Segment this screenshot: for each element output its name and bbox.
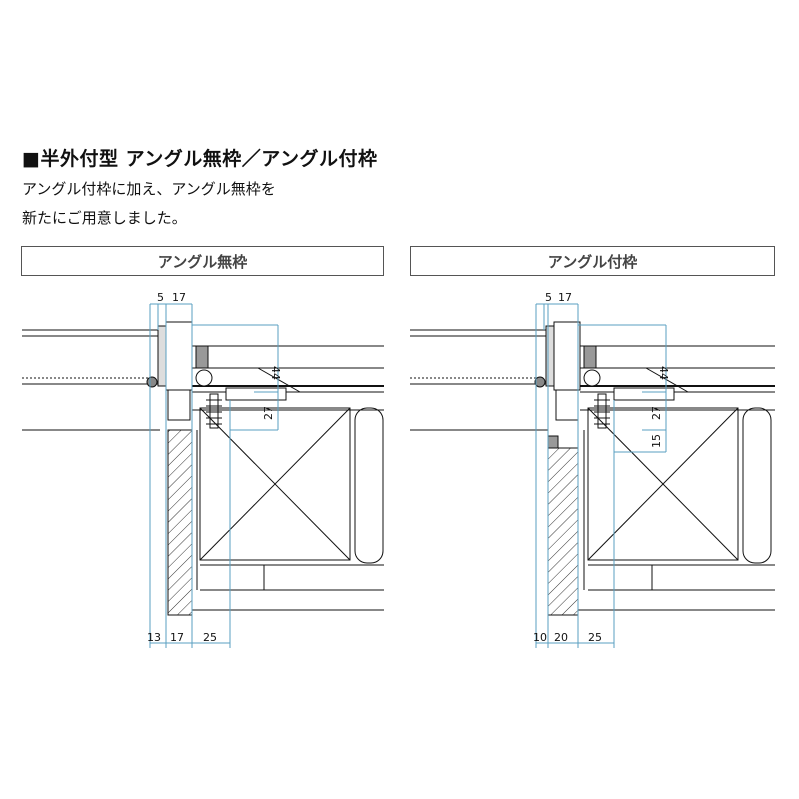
section-title: ■半外付型 アングル無枠／アングル付枠 (22, 148, 378, 170)
wall-hatch-left (167, 429, 193, 616)
dim-27-left: 27 (262, 406, 275, 420)
counter-right (580, 345, 775, 401)
wall-hatch-right (547, 447, 579, 616)
sash-lines-right (410, 329, 548, 431)
dimension-lines-left (149, 303, 279, 648)
dim-bottom-a-right: 10 (533, 631, 547, 644)
counter-left (192, 345, 384, 401)
screw-left (206, 393, 222, 429)
dim-top-b-left: 17 (172, 291, 186, 304)
dim-bottom-a-left: 13 (147, 631, 161, 644)
dim-bottom-b-right: 20 (554, 631, 568, 644)
frame-left (146, 321, 193, 421)
dim-44-right: 44 (657, 366, 670, 380)
dim-top-a-left: 5 (157, 291, 164, 304)
dim-15-right: 15 (650, 434, 663, 448)
drawing-angle-with: 5 17 44 27 15 10 20 25 (410, 291, 775, 648)
dim-27-right: 27 (650, 406, 663, 420)
dim-top-a-right: 5 (545, 291, 552, 304)
drawing-angle-none: 5 17 44 27 13 17 25 (22, 291, 384, 648)
description-line-2: 新たにご用意しました。 (22, 209, 187, 227)
description-line-1: アングル付枠に加え、アングル無枠を (22, 180, 276, 198)
dim-44-left: 44 (269, 366, 282, 380)
panel-label-angle-with: アングル付枠 (410, 246, 775, 276)
dim-bottom-c-right: 25 (588, 631, 602, 644)
dimension-lines-right (535, 303, 667, 648)
wall-box-right (577, 407, 775, 615)
dim-top-b-right: 17 (558, 291, 572, 304)
panel-label-angle-none: アングル無枠 (21, 246, 384, 276)
screw-right (594, 393, 610, 429)
sash-lines-left (22, 329, 160, 431)
dim-bottom-b-left: 17 (170, 631, 184, 644)
wall-box-left (191, 407, 384, 615)
dim-bottom-c-left: 25 (203, 631, 217, 644)
frame-right (534, 321, 581, 449)
